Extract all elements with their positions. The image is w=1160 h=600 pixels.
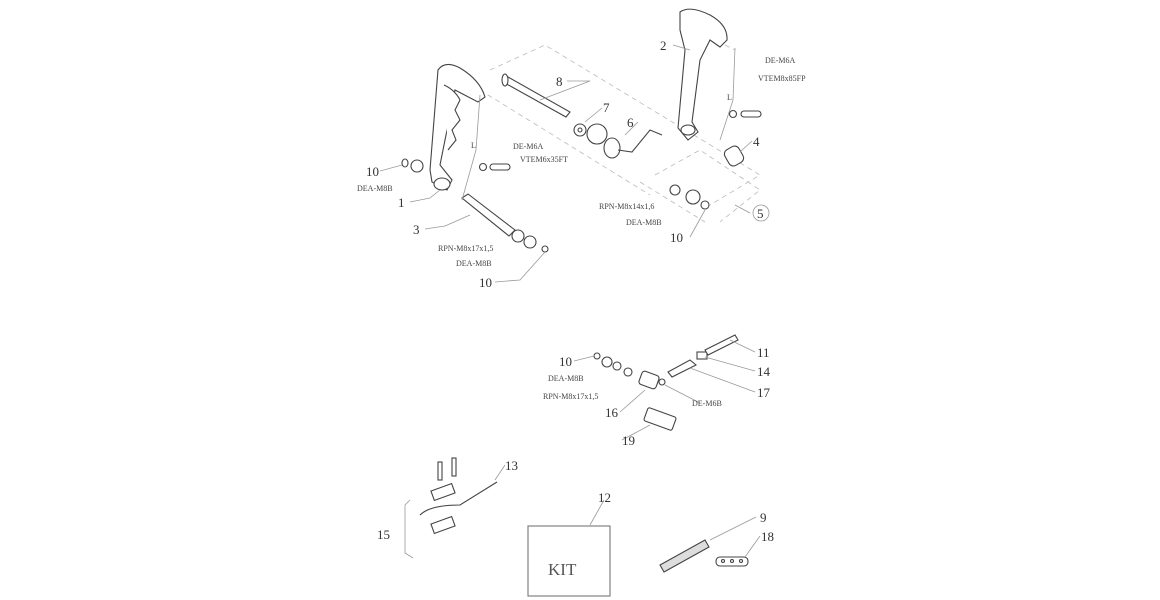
washers-right[interactable] bbox=[669, 184, 710, 210]
label-14: 14 bbox=[757, 364, 771, 379]
label-1: 1 bbox=[398, 195, 405, 210]
code-length-left: L bbox=[471, 141, 476, 150]
spring-part-6[interactable] bbox=[586, 123, 663, 159]
label-10-c: 10 bbox=[479, 275, 492, 290]
nut-de-m6a-left[interactable] bbox=[478, 162, 488, 172]
code-length-right: L bbox=[727, 93, 732, 102]
tension-spring-part-9[interactable] bbox=[659, 539, 710, 573]
label-9: 9 bbox=[760, 510, 767, 525]
label-5: 5 bbox=[757, 206, 764, 221]
code-rpn-m8x17-b: RPN-M8x17x1,5 bbox=[543, 392, 598, 401]
label-8: 8 bbox=[556, 74, 563, 89]
axle-part-3[interactable] bbox=[461, 193, 549, 253]
pedal-right-part-2[interactable] bbox=[677, 8, 728, 141]
label-10-a: 10 bbox=[366, 164, 379, 179]
middle-assembly[interactable] bbox=[593, 334, 739, 431]
kit-label: KIT bbox=[548, 560, 577, 579]
kit-bag-part-12[interactable] bbox=[527, 525, 611, 597]
pedal-left-part-1[interactable] bbox=[401, 63, 486, 191]
label-17: 17 bbox=[757, 385, 771, 400]
bracket-15 bbox=[404, 499, 414, 559]
label-16: 16 bbox=[605, 405, 619, 420]
code-rpn-m8x14: RPN-M8x14x1,6 bbox=[599, 202, 654, 211]
code-vtem6x35ft: VTEM6x35FT bbox=[520, 155, 568, 164]
bolt-vtem8x85fp[interactable] bbox=[740, 110, 762, 118]
bushing-part-4[interactable] bbox=[723, 144, 746, 168]
code-de-m6a-left: DE-M6A bbox=[513, 142, 543, 151]
code-dea-m8b-b: DEA-M8B bbox=[456, 259, 492, 268]
label-6: 6 bbox=[627, 115, 634, 130]
code-dea-m8b-a: DEA-M8B bbox=[357, 184, 393, 193]
bolt-part-8[interactable] bbox=[501, 73, 571, 118]
leader-lines bbox=[379, 44, 761, 558]
label-19: 19 bbox=[622, 433, 635, 448]
bolt-vtem6x35ft[interactable] bbox=[489, 163, 511, 171]
label-11: 11 bbox=[757, 345, 770, 360]
label-12: 12 bbox=[598, 490, 611, 505]
nut-de-m6a-right[interactable] bbox=[728, 109, 738, 119]
label-10-d: 10 bbox=[559, 354, 572, 369]
label-4: 4 bbox=[753, 134, 760, 149]
plate-part-18[interactable] bbox=[715, 556, 749, 567]
code-de-m6a-right: DE-M6A bbox=[765, 56, 795, 65]
cable-clamp-part-15[interactable] bbox=[419, 457, 498, 535]
code-rpn-m8x17-a: RPN-M8x17x1,5 bbox=[438, 244, 493, 253]
label-13: 13 bbox=[505, 458, 518, 473]
label-10-b: 10 bbox=[670, 230, 683, 245]
code-dea-m8b-d: DEA-M8B bbox=[548, 374, 584, 383]
label-5-circle bbox=[752, 204, 770, 222]
label-18: 18 bbox=[761, 529, 774, 544]
label-3: 3 bbox=[413, 222, 420, 237]
label-2: 2 bbox=[660, 38, 667, 53]
label-15: 15 bbox=[377, 527, 390, 542]
assembly-guides bbox=[479, 44, 761, 223]
washer-part-7[interactable] bbox=[573, 123, 587, 137]
hardware-code-labels: DE-M6A VTEM6x35FT DEA-M8B RPN-M8x17x1,5 … bbox=[357, 56, 806, 579]
code-dea-m8b-c: DEA-M8B bbox=[626, 218, 662, 227]
label-7: 7 bbox=[603, 100, 610, 115]
part-number-labels: 1 2 3 4 5 6 7 8 9 10 10 10 10 11 12 13 1… bbox=[366, 38, 774, 544]
code-vtem8x85fp: VTEM8x85FP bbox=[758, 74, 806, 83]
code-de-m6b: DE-M6B bbox=[692, 399, 722, 408]
